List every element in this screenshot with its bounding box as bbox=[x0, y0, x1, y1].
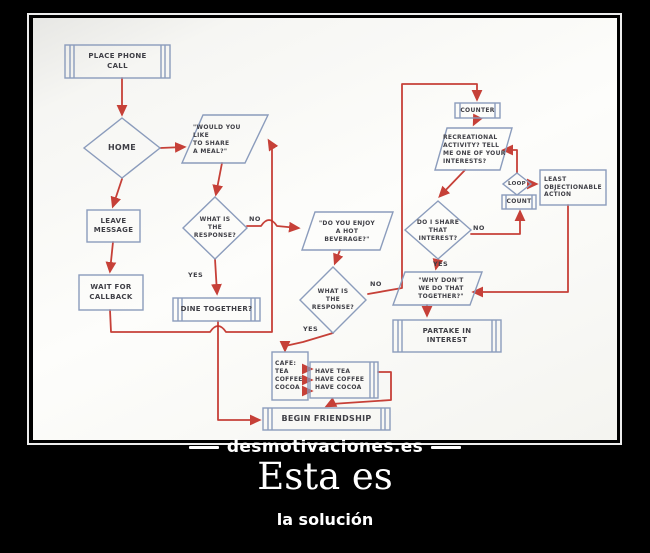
node-shape-dine-together bbox=[172, 297, 261, 322]
connector-counter-to-recreational bbox=[472, 113, 483, 127]
edge-label-no-1: NO bbox=[249, 215, 261, 223]
node-shape-counter bbox=[454, 102, 501, 119]
connector-response2-no-to-counter bbox=[367, 83, 483, 295]
node-label-partake: PARTAKE IN INTEREST bbox=[422, 326, 472, 344]
flowchart-drawing bbox=[64, 44, 607, 431]
node-shape-have bbox=[309, 361, 379, 399]
connector-response1-no bbox=[246, 219, 301, 233]
node-label-least-objectionable: LEAST OBJECTIONABLE ACTION bbox=[544, 175, 602, 199]
edge-label-yes-2: YES bbox=[303, 325, 319, 333]
connector-least-to-whydont bbox=[471, 204, 569, 298]
node-endbars-have bbox=[369, 362, 375, 398]
node-shape-response2 bbox=[299, 266, 367, 334]
connector-share-yes bbox=[432, 258, 444, 271]
node-shape-begin-friendship bbox=[262, 407, 391, 431]
node-endbars-dine-together bbox=[177, 298, 256, 321]
node-label-begin-friendship: BEGIN FRIENDSHIP bbox=[281, 413, 372, 423]
node-label-wait-for-callback: WAIT FOR CALLBACK bbox=[89, 283, 133, 301]
node-label-recreational: RECREATIONAL ACTIVITY? TELL ME ONE OF YO… bbox=[443, 134, 506, 165]
connector-have-to-begin bbox=[324, 371, 392, 408]
node-label-counter: COUNTER bbox=[460, 106, 495, 114]
poster-title: Esta es bbox=[257, 455, 393, 498]
connector-share-no-to-count bbox=[470, 209, 526, 235]
node-shape-response1 bbox=[181, 196, 249, 260]
connector-beverage-to-response2 bbox=[333, 249, 344, 266]
node-endbars-begin-friendship bbox=[267, 408, 386, 430]
node-label-response1: WHAT IS THE RESPONSE? bbox=[193, 216, 237, 239]
node-shape-cafe bbox=[271, 351, 309, 401]
node-shape-recreational bbox=[434, 127, 513, 171]
connector-loop-to-recreational bbox=[501, 144, 518, 174]
connectors bbox=[105, 77, 569, 426]
poster-subtitle: la solución bbox=[276, 510, 374, 529]
node-label-share-meal: "WOULD YOU LIKE TO SHARE A MEAL?" bbox=[193, 124, 241, 155]
node-label-hot-beverage: "DO YOU ENJOY A HOT BEVERAGE?" bbox=[319, 220, 375, 243]
connector-recreational-to-share bbox=[438, 169, 466, 198]
node-label-do-i-share: DO I SHARE THAT INTEREST? bbox=[416, 219, 460, 242]
connector-callback-loop bbox=[109, 138, 279, 333]
node-shape-least-objectionable bbox=[539, 169, 607, 206]
node-shape-leave-message bbox=[86, 209, 141, 243]
edge-label-no-3: NO bbox=[473, 224, 485, 232]
connector-response2-yes bbox=[279, 332, 334, 353]
connector-leave-to-wait bbox=[105, 241, 117, 274]
node-endbars-partake bbox=[397, 320, 497, 352]
node-shape-wait-for-callback bbox=[78, 274, 144, 311]
edge-label-no-2: NO bbox=[370, 280, 382, 288]
node-endbars-place-phone-call bbox=[69, 45, 166, 78]
node-shape-why-dont bbox=[392, 271, 483, 306]
edge-label-yes-1: YES bbox=[188, 271, 204, 279]
connector-dine-to-begin bbox=[217, 320, 262, 426]
node-label-cafe: CAFE: TEA COFFEE COCOA bbox=[275, 360, 303, 391]
flowchart-photo: PLACE PHONE CALL HOME LEAVE MESSAGE WAIT… bbox=[33, 18, 617, 440]
node-shape-do-i-share bbox=[403, 200, 473, 260]
watermark-text: desmotivaciones.es bbox=[226, 437, 424, 457]
connector-home-to-share-meal bbox=[159, 141, 187, 153]
connector-home-to-leave-message bbox=[110, 178, 123, 209]
node-shape-home bbox=[82, 117, 162, 179]
node-label-place-phone-call: PLACE PHONE CALL bbox=[88, 52, 147, 70]
node-shape-hot-beverage bbox=[301, 211, 394, 251]
edge-label-yes-3: YES bbox=[433, 260, 449, 268]
node-shape-partake bbox=[392, 319, 502, 353]
node-label-why-dont: "WHY DON'T WE DO THAT TOGETHER?" bbox=[418, 277, 464, 300]
node-label-have: HAVE TEA HAVE COFFEE HAVE COCOA bbox=[315, 368, 365, 391]
node-label-home: HOME bbox=[107, 142, 137, 152]
node-label-count: COUNT bbox=[506, 198, 532, 206]
watermark-line-right bbox=[431, 445, 462, 449]
node-shape-place-phone-call bbox=[64, 44, 171, 79]
connector-meal-to-response1 bbox=[212, 162, 224, 197]
connector-response1-yes bbox=[211, 258, 222, 296]
node-endbars-counter bbox=[459, 103, 496, 118]
node-shapes bbox=[64, 44, 607, 431]
watermark-ribbon: desmotivaciones.es bbox=[0, 436, 650, 458]
node-shape-count bbox=[501, 194, 537, 210]
node-label-leave-message: LEAVE MESSAGE bbox=[93, 216, 134, 234]
node-label-response2: WHAT IS THE RESPONSE? bbox=[311, 288, 355, 311]
node-label-loop: LOOP bbox=[508, 180, 526, 187]
node-endbars-count bbox=[505, 195, 533, 209]
node-shape-share-meal bbox=[180, 114, 270, 164]
watermark-line-left bbox=[188, 445, 219, 449]
node-label-dine-together: DINE TOGETHER? bbox=[180, 304, 253, 313]
